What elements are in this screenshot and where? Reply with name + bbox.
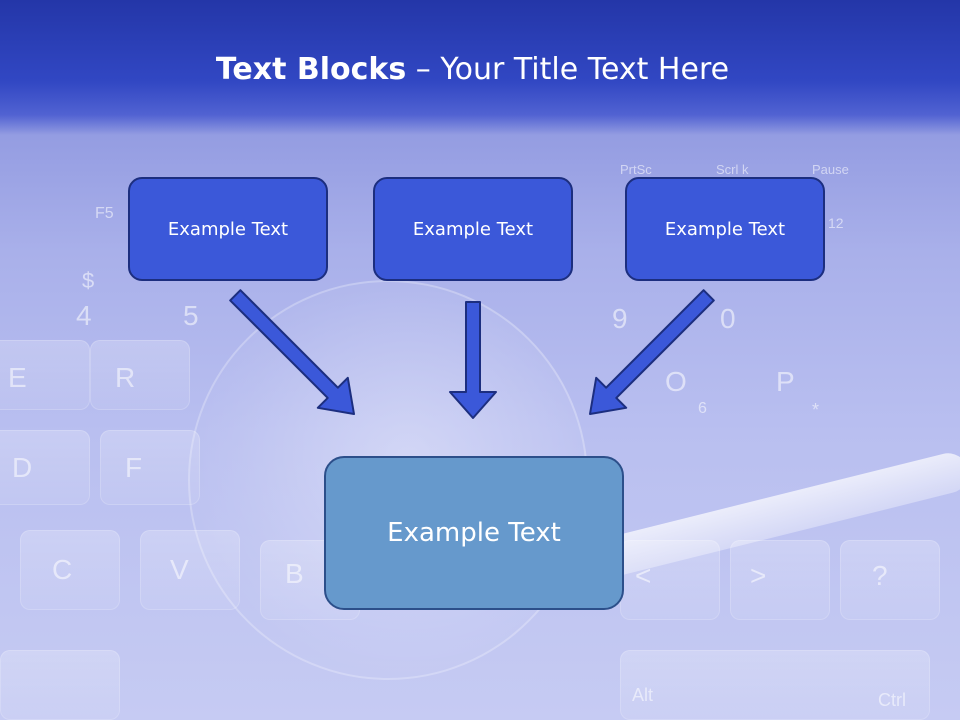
title-band [0,0,960,135]
background-key-label: 9 [612,303,628,334]
background-key-label: F5 [95,205,114,222]
keyboard-background: F5 $ 4 5 E R D F C V B 9 0 O P ? > < Alt… [0,130,960,720]
slide-title: Text Blocks – Your Title Text Here [0,52,945,87]
background-key-label: Alt [632,685,654,705]
background-key-label: PrtSc [620,162,652,177]
background-key-label: O [665,366,687,397]
background-key-label: 0 [720,303,736,334]
background-key-label: R [115,362,136,393]
background-key [0,430,90,505]
background-key [840,540,940,620]
background-key-label: C [52,554,73,585]
title-dash: – [406,52,441,87]
background-key-label: ? [872,560,888,591]
background-key-label: Pause [812,162,849,177]
background-key-label: Ctrl [878,690,906,710]
background-key-label: E [8,362,27,393]
background-key-label: $ [82,268,95,293]
background-key-label: > [750,560,767,591]
background-key [620,650,930,720]
text-block-right: Example Text [625,177,825,281]
title-bold-part: Text Blocks [215,52,407,87]
background-key-label: 4 [76,300,92,331]
background-key [140,530,240,610]
background-key-label: Scrl k [716,162,749,177]
text-block-target: Example Text [324,456,624,610]
background-key [100,430,200,505]
background-key-label: 5 [183,300,199,331]
background-key-label: V [170,554,189,585]
title-rest: Your Title Text Here [440,52,730,87]
text-block-center: Example Text [373,177,573,281]
background-key [730,540,830,620]
background-key [20,530,120,610]
background-key [0,650,120,720]
background-key-label: F [125,452,143,483]
background-key-label: B [285,558,304,589]
background-key-label: D [12,452,33,483]
background-key-label: 12 [828,215,844,231]
background-key-label: 6 [698,400,707,417]
background-key-label: < [635,560,652,591]
text-block-left: Example Text [128,177,328,281]
background-key-label: * [812,400,820,420]
background-key-label: P [776,366,795,397]
background-key [90,340,190,410]
background-key [0,340,90,410]
